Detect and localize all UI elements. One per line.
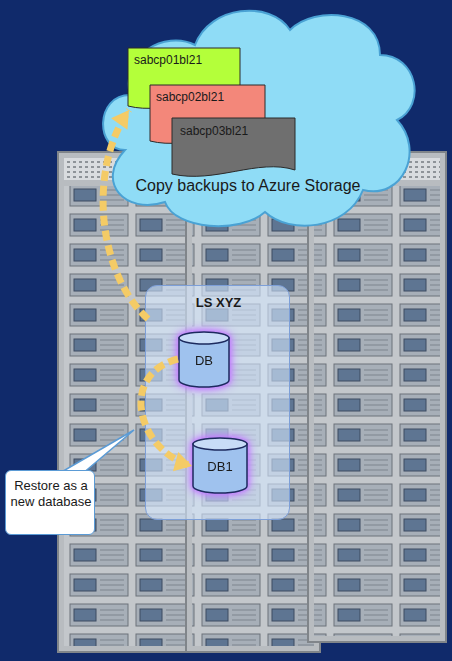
- arrow-head: [111, 110, 129, 130]
- dashed-arrow: [103, 110, 148, 319]
- cylinder-body: [179, 338, 229, 387]
- cylinder-top: [179, 332, 229, 344]
- callout-box: Restore as a new database: [5, 470, 95, 535]
- node-label: sabcp02bl21: [156, 90, 259, 105]
- cloud-storage: Copy backups to Azure Storage sabcp01bl21…: [95, 0, 415, 235]
- server-group: LS XYZ DB DB1: [145, 285, 290, 520]
- node-label: Copy backups to Azure Storage: [103, 176, 393, 196]
- node-label: LS XYZ: [146, 295, 291, 311]
- arrow-line: [103, 110, 148, 319]
- paper-shape: [172, 118, 295, 176]
- rack-frame: [308, 152, 446, 642]
- rack-units: [314, 186, 440, 636]
- callout-pointer: [58, 430, 134, 474]
- rack-right: [308, 152, 446, 642]
- cylinder-body: [193, 444, 247, 493]
- node-label: DB1: [192, 459, 248, 475]
- backup-file: sabcp03bl21: [172, 118, 295, 178]
- arrow-line: [141, 359, 192, 466]
- database-cylinder: DB1: [192, 437, 248, 493]
- dashed-arrow: [141, 359, 192, 471]
- cloud-shape: [103, 11, 415, 226]
- cylinder-top: [193, 438, 247, 450]
- node-label: DB: [178, 353, 230, 369]
- node-label: Restore as a new database: [10, 478, 92, 511]
- arrow-head: [173, 452, 192, 471]
- node-label: sabcp03bl21: [180, 124, 290, 139]
- database-cylinder: DB: [178, 331, 230, 387]
- node-label: sabcp01bl21: [134, 53, 234, 68]
